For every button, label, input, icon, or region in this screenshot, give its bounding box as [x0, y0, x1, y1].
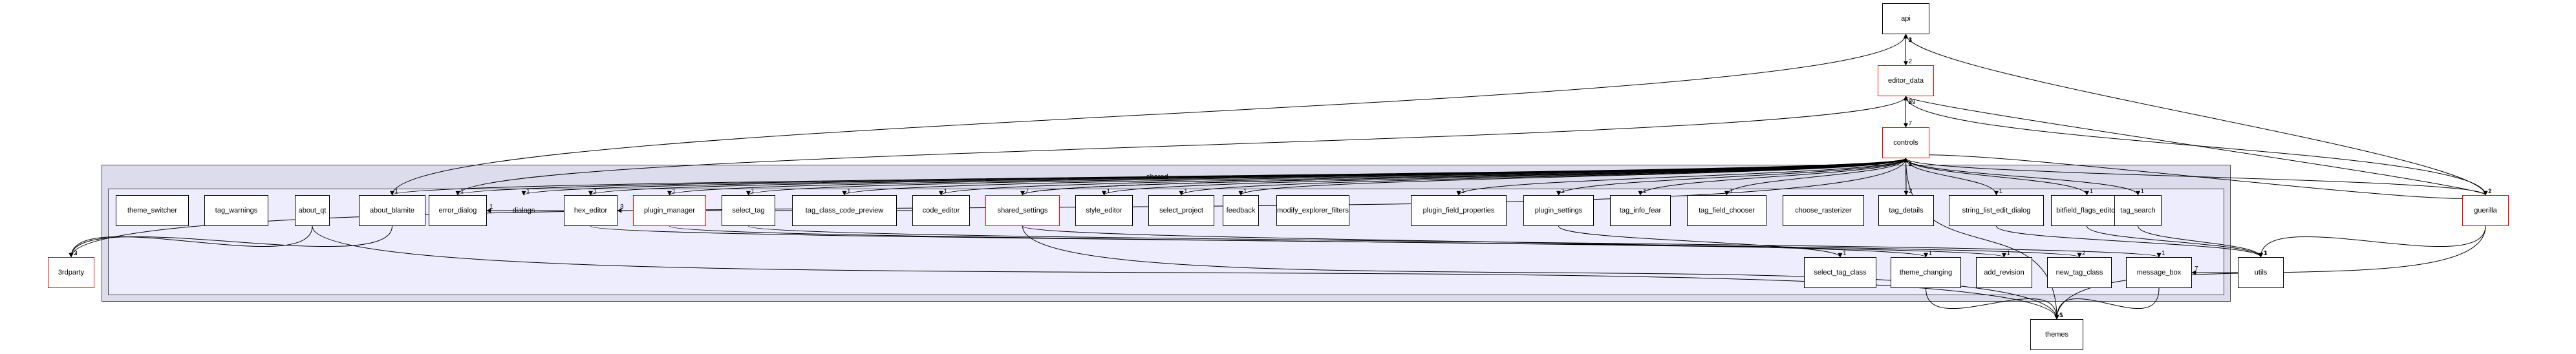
edge-count-label: 29 — [1909, 99, 1916, 106]
node-plugin-settings[interactable]: plugin_settings — [1523, 195, 1594, 226]
node-error-dialog[interactable]: error_dialog — [429, 195, 487, 226]
node-label: add_revision — [1984, 269, 2024, 276]
node-label: tag_class_code_preview — [805, 207, 884, 214]
node-label: api — [1901, 15, 1911, 23]
edge-count-label: 3 — [2264, 250, 2268, 257]
edge-count-label: 1 — [2059, 312, 2063, 319]
node-tag-field-chooser[interactable]: tag_field_chooser — [1687, 195, 1766, 226]
node-label: plugin_field_properties — [1422, 207, 1495, 214]
edge-count-label: 2 — [2488, 188, 2492, 195]
node-label: theme_changing — [1899, 269, 1953, 276]
node-label: style_editor — [1086, 207, 1122, 214]
edge-count-label: 1 — [2264, 250, 2268, 257]
node-plugin-manager[interactable]: plugin_manager — [633, 195, 706, 226]
node-tag-search[interactable]: tag_search — [2114, 195, 2162, 226]
edge-count-label: 3 — [1909, 37, 1913, 44]
node-modify-explorer-filters[interactable]: modify_explorer_filters — [1276, 195, 1349, 226]
edge-count-label: 7 — [1909, 120, 1913, 127]
edge-count-label: 1 — [1909, 37, 1913, 44]
node-select-tag-class[interactable]: select_tag_class — [1804, 257, 1876, 288]
node-label: tag_warnings — [215, 207, 258, 214]
node-code-editor[interactable]: code_editor — [912, 195, 970, 226]
node-style-editor[interactable]: style_editor — [1075, 195, 1133, 226]
node-label: controls — [1893, 139, 1918, 147]
node-hex-editor[interactable]: hex_editor — [564, 195, 617, 226]
node-string-list-edit-dialog[interactable]: string_list_edit_dialog — [1949, 195, 2044, 226]
node-label: about_qt — [298, 207, 327, 214]
node-select-project[interactable]: select_project — [1148, 195, 1214, 226]
edge-count-label: 1 — [2264, 250, 2268, 257]
node-label: guerilla — [2474, 207, 2497, 214]
node-theme-changing[interactable]: theme_changing — [1891, 257, 1961, 288]
node-label: select_tag — [732, 207, 765, 214]
node-tag-details[interactable]: tag_details — [1878, 195, 1934, 226]
node-choose-rasterizer[interactable]: choose_rasterizer — [1783, 195, 1864, 226]
node-label: about_blamite — [369, 207, 415, 214]
cluster-label: shared — [1146, 173, 1168, 181]
node-editor-data[interactable]: editor_data — [1878, 65, 1934, 96]
node-shared-settings[interactable]: shared_settings — [985, 195, 1060, 226]
node-label: plugin_settings — [1534, 207, 1583, 214]
node-tag-info-fear[interactable]: tag_info_fear — [1610, 195, 1671, 226]
node-label: select_project — [1159, 207, 1203, 214]
node-label: plugin_manager — [644, 207, 695, 214]
edge-count-label: 2 — [74, 250, 78, 257]
node-label: 3rdparty — [58, 269, 85, 276]
node-theme-switcher[interactable]: theme_switcher — [116, 195, 189, 226]
edge-count-label: 1 — [1909, 37, 1913, 44]
edge-count-label: 3 — [74, 250, 78, 257]
node-label: theme_switcher — [127, 207, 178, 214]
node-controls[interactable]: controls — [1882, 127, 1929, 158]
node-label: dialogs — [512, 207, 535, 214]
node-label: editor_data — [1887, 77, 1924, 85]
edge-count-label: 2 — [1909, 58, 1913, 65]
node-3rdparty[interactable]: 3rdparty — [48, 257, 94, 288]
node-label: modify_explorer_filters — [1277, 207, 1349, 214]
edge-count-label: 1 — [1909, 37, 1913, 44]
node-label: feedback — [1226, 207, 1256, 214]
node-label: hex_editor — [574, 207, 608, 214]
edge-count-label: 7 — [1909, 99, 1913, 106]
edge-count-label: 1 — [2264, 250, 2268, 257]
node-guerilla[interactable]: guerilla — [2462, 195, 2509, 226]
node-about-qt[interactable]: about_qt — [295, 195, 330, 226]
node-label: bitfield_flags_editor — [2056, 207, 2118, 214]
node-label: tag_details — [1889, 207, 1924, 214]
node-label: tag_field_chooser — [1699, 207, 1755, 214]
node-label: code_editor — [922, 207, 960, 214]
node-plugin-field-properties[interactable]: plugin_field_properties — [1411, 195, 1507, 226]
node-label: utils — [2254, 269, 2268, 276]
node-about-blamite[interactable]: about_blamite — [359, 195, 425, 226]
node-tag-warnings[interactable]: tag_warnings — [204, 195, 268, 226]
edge-count-label: 1 — [2488, 188, 2492, 195]
edge-count-label: 8 — [1909, 99, 1913, 106]
edge-count-label: 1 — [2059, 312, 2063, 319]
node-utils[interactable]: utils — [2238, 257, 2284, 288]
node-bitfield-flags-editor[interactable]: bitfield_flags_editor — [2051, 195, 2123, 226]
node-new-tag-class[interactable]: new_tag_class — [2047, 257, 2112, 288]
node-tag-class-code-preview[interactable]: tag_class_code_preview — [792, 195, 897, 226]
node-label: shared_settings — [997, 207, 1048, 214]
node-label: themes — [2045, 331, 2069, 338]
node-feedback[interactable]: feedback — [1223, 195, 1259, 226]
node-label: select_tag_class — [1814, 269, 1867, 276]
edge-count-label: 5 — [2059, 312, 2063, 319]
node-label: choose_rasterizer — [1795, 207, 1852, 214]
node-label: tag_search — [2120, 207, 2156, 214]
node-themes[interactable]: themes — [2030, 319, 2083, 350]
node-label: error_dialog — [438, 207, 477, 214]
node-add-revision[interactable]: add_revision — [1976, 257, 2032, 288]
node-api[interactable]: api — [1882, 3, 1929, 34]
node-message-box[interactable]: message_box — [2126, 257, 2192, 288]
edge-count-label: 1 — [2059, 312, 2063, 319]
node-label: message_box — [2136, 269, 2182, 276]
node-select-tag[interactable]: select_tag — [722, 195, 775, 226]
node-label: new_tag_class — [2055, 269, 2103, 276]
node-dialogs[interactable]: dialogs — [498, 195, 550, 226]
node-label: string_list_edit_dialog — [1962, 207, 2031, 214]
node-label: tag_info_fear — [1619, 207, 1662, 214]
edge-guerilla-to-utils — [2259, 225, 2486, 258]
